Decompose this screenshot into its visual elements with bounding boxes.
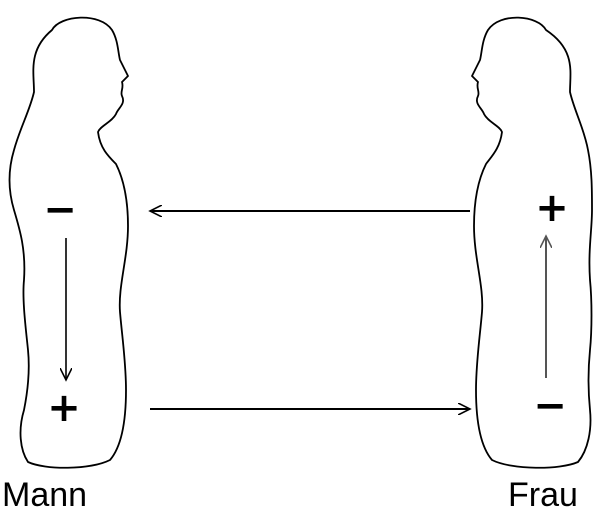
left-top-sign: − xyxy=(43,187,77,233)
left-body-outline xyxy=(8,16,129,469)
right-bottom-sign: − xyxy=(533,383,567,429)
right-figure-label: Frau xyxy=(508,476,578,514)
right-body-outline xyxy=(471,16,593,469)
right-top-sign: + xyxy=(535,185,569,231)
left-figure-label: Mann xyxy=(2,476,88,514)
left-bottom-sign: + xyxy=(47,385,81,431)
